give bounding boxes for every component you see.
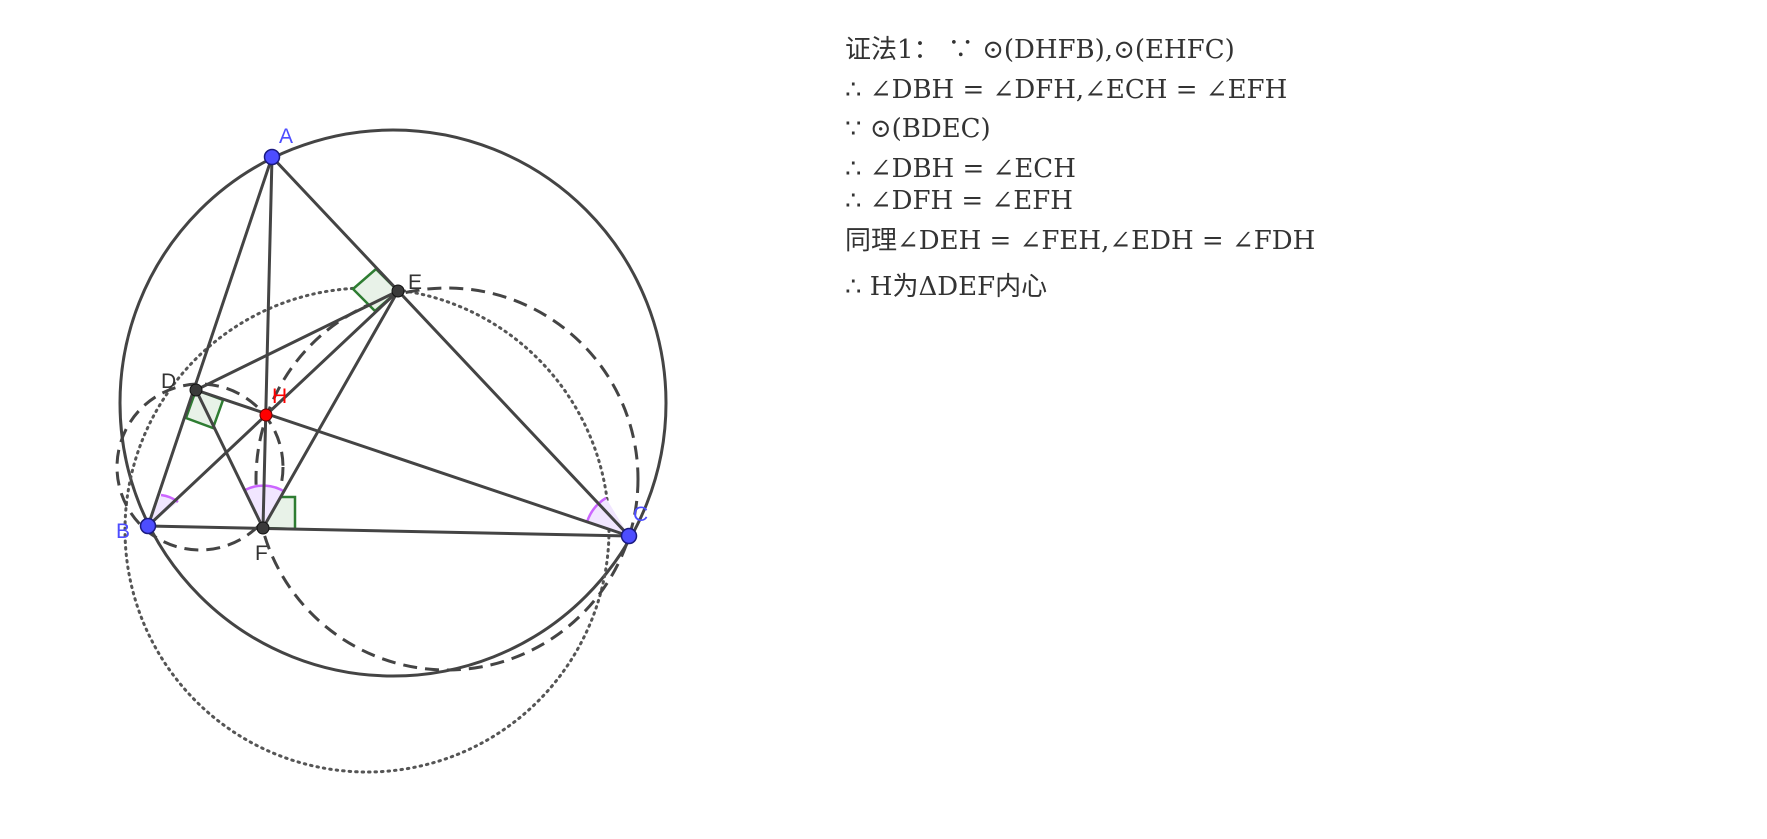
- triangle-def: [194, 289, 400, 530]
- proof-line-3: ∵ ⊙(BDEC): [845, 114, 991, 144]
- label-a: A: [279, 125, 293, 148]
- circle-dhfb: [115, 382, 285, 552]
- proof-line-5: ∴ ∠DFH = ∠EFH: [845, 186, 1073, 216]
- proof-line-6: 同理∠DEH = ∠FEH,∠EDH = ∠FDH: [845, 226, 1316, 256]
- label-d: D: [161, 370, 176, 393]
- point-b[interactable]: [139, 517, 157, 535]
- proof-line-4: ∴ ∠DBH = ∠ECH: [845, 154, 1076, 184]
- point-d[interactable]: [189, 383, 203, 397]
- angle-arc-dbh-stroke: [160, 493, 179, 504]
- label-c: C: [633, 503, 648, 526]
- proof-line-7: ∴ H为ΔDEF内心: [845, 272, 1048, 302]
- angle-arc-ech-stroke: [585, 496, 607, 523]
- point-h[interactable]: [259, 408, 273, 422]
- label-f: F: [255, 542, 268, 565]
- circumcircle-abc: [118, 128, 668, 678]
- altitudes: [146, 155, 631, 538]
- geometry-figure: A B C D E F H: [115, 125, 668, 774]
- circle-ehfc: [254, 286, 640, 672]
- triangle-abc: [146, 155, 631, 538]
- label-b: B: [116, 520, 130, 543]
- label-h: H: [272, 385, 287, 408]
- point-f[interactable]: [256, 521, 270, 535]
- point-e[interactable]: [391, 284, 405, 298]
- label-e: E: [408, 271, 422, 294]
- point-a[interactable]: [263, 148, 281, 166]
- proof-line-2: ∴ ∠DBH = ∠DFH,∠ECH = ∠EFH: [845, 75, 1288, 105]
- proof-line-1: 证法1： ∵ ⊙(DHFB),⊙(EHFC): [845, 35, 1235, 65]
- point-c[interactable]: [620, 527, 638, 545]
